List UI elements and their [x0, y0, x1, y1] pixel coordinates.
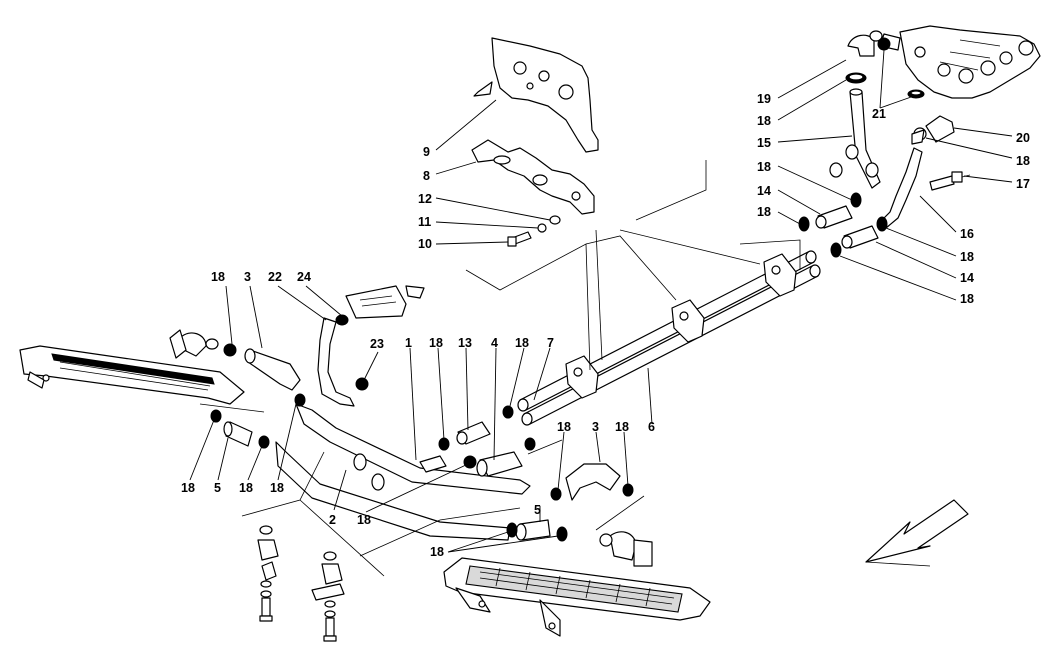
sleeve-13 — [456, 421, 491, 445]
callout-11: 11 — [418, 215, 431, 229]
bottom-radiator — [443, 531, 711, 637]
leader-lines — [189, 49, 1013, 577]
clamps-18-center — [438, 405, 536, 469]
hose-3-left — [244, 348, 301, 391]
engine-cover-bracket — [473, 37, 599, 153]
callout-18: 18 — [1016, 154, 1030, 168]
callout-18: 18 — [757, 114, 771, 128]
callout-18: 18 — [615, 420, 629, 434]
callout-18: 18 — [757, 205, 771, 219]
callout-18: 18 — [181, 481, 195, 495]
washer-11 — [537, 223, 547, 233]
callout-3: 3 — [592, 420, 599, 434]
callout-1: 1 — [405, 336, 412, 350]
lower-bracket-clamp — [471, 139, 595, 215]
callout-5: 5 — [534, 503, 541, 517]
callout-14: 14 — [757, 184, 771, 198]
callout-8: 8 — [423, 169, 430, 183]
callout-6: 6 — [648, 420, 655, 434]
pipe-16 — [879, 147, 923, 229]
callout-20: 20 — [1016, 131, 1030, 145]
clamps-18-lower-right — [550, 483, 634, 501]
callout-16: 16 — [960, 227, 974, 241]
sleeves-5 — [223, 421, 551, 541]
clamps-18-lower-left — [210, 343, 568, 542]
washer-12 — [549, 215, 561, 225]
callout-2: 2 — [329, 513, 336, 527]
callout-18: 18 — [757, 160, 771, 174]
callout-9: 9 — [423, 145, 430, 159]
callout-15: 15 — [757, 136, 771, 150]
callout-18: 18 — [211, 270, 225, 284]
clamp-23 — [355, 377, 369, 391]
callout-3: 3 — [244, 270, 251, 284]
callout-17: 17 — [1016, 177, 1030, 191]
sleeves-upper-right — [829, 144, 879, 178]
sleeves-14-right — [815, 205, 879, 249]
thermostat-housing — [879, 25, 1041, 99]
left-radiator — [19, 329, 245, 405]
callout-18: 18 — [557, 420, 571, 434]
bracket-fasteners — [507, 215, 561, 247]
callout-21: 21 — [872, 107, 886, 121]
callout-18: 18 — [239, 481, 253, 495]
callout-labels: 9 8 12 11 10 19 18 21 20 15 18 18 17 14 … — [181, 92, 1030, 559]
callout-22: 22 — [268, 270, 282, 284]
direction-arrow-icon — [865, 499, 969, 567]
callout-18: 18 — [960, 250, 974, 264]
pipe-1-2 — [275, 403, 531, 541]
callout-18: 18 — [429, 336, 443, 350]
sensor-17 — [929, 171, 971, 191]
hose-clamps-18-right — [798, 192, 888, 258]
callout-18: 18 — [357, 513, 371, 527]
callout-18: 18 — [270, 481, 284, 495]
hose-22 — [317, 317, 355, 407]
callout-4: 4 — [491, 336, 498, 350]
mounting-stack-left — [257, 525, 279, 622]
callout-18: 18 — [960, 292, 974, 306]
callout-10: 10 — [418, 237, 432, 251]
callout-24: 24 — [297, 270, 311, 284]
callout-19: 19 — [757, 92, 771, 106]
mounting-stack-right — [311, 551, 345, 642]
hose-20 — [911, 115, 955, 145]
pipe-support-brackets — [565, 253, 797, 399]
callout-12: 12 — [418, 192, 432, 206]
bolt-head-10 — [507, 236, 517, 247]
callout-7: 7 — [547, 336, 554, 350]
callout-23: 23 — [370, 337, 384, 351]
callout-14: 14 — [960, 271, 974, 285]
hose-4 — [419, 451, 523, 477]
hose-19 — [847, 30, 883, 57]
callout-18: 18 — [430, 545, 444, 559]
connector-24 — [335, 285, 425, 326]
hose-clamp-18-top — [845, 72, 867, 84]
hose-3-right — [565, 463, 621, 501]
callout-13: 13 — [458, 336, 472, 350]
callout-5: 5 — [214, 481, 221, 495]
callout-18: 18 — [515, 336, 529, 350]
